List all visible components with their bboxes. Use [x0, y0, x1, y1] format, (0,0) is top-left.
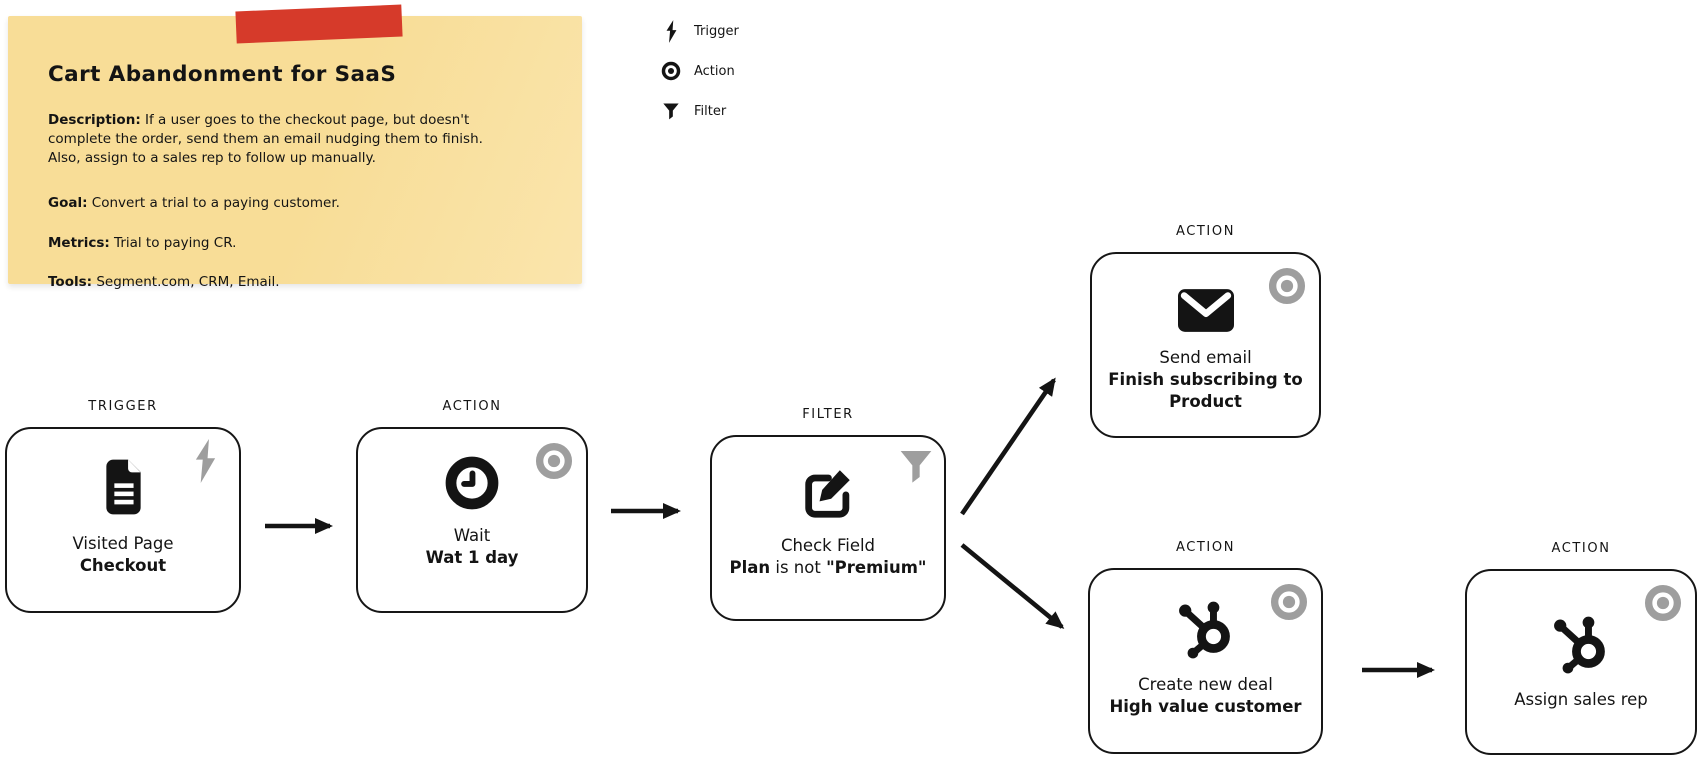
funnel-icon — [659, 101, 683, 121]
funnel-badge-icon — [900, 451, 932, 483]
node-type-label: TRIGGER — [88, 399, 158, 414]
node-title: Assign sales rep — [1514, 690, 1648, 709]
legend-item-action: Action — [659, 58, 739, 84]
node-subtitle-bold: Plan — [729, 558, 771, 577]
node-subtitle-regular: is not — [770, 558, 827, 577]
node-card-visited-page[interactable]: Visited Page Checkout — [5, 427, 241, 613]
node-subtitle: High value customer — [1109, 697, 1302, 716]
note-description-text-2: Also, assign to a sales rep to follow up… — [48, 150, 376, 166]
target-badge-icon — [535, 442, 573, 480]
node-card-create-new-deal[interactable]: Create new deal High value customer — [1088, 568, 1323, 754]
hubspot-icon — [1554, 616, 1605, 674]
note-goal-text: Convert a trial to a paying customer. — [87, 195, 340, 211]
node-title: Wait — [453, 526, 491, 545]
envelope-icon — [1177, 289, 1234, 332]
note-description: Description: If a user goes to the check… — [48, 111, 516, 168]
note-title: Cart Abandonment for SaaS — [48, 62, 397, 87]
node-title: Visited Page — [72, 534, 174, 553]
node-send-email: ACTION Send email Finish subscribing to … — [1090, 224, 1321, 438]
node-card-send-email[interactable]: Send email Finish subscribing to Product — [1090, 252, 1321, 438]
node-title: Send email — [1159, 348, 1252, 367]
node-title: Create new deal — [1138, 675, 1273, 694]
node-card-assign-sales-rep[interactable]: Assign sales rep — [1465, 569, 1697, 755]
hubspot-icon — [1178, 601, 1230, 659]
node-type-label: FILTER — [802, 407, 854, 422]
node-visited-page: TRIGGER Visited Page Checkout — [5, 399, 241, 613]
node-type-label: ACTION — [1175, 224, 1236, 239]
target-badge-icon — [1268, 267, 1306, 305]
note-tools-label: Tools: — [48, 274, 93, 290]
node-subtitle: Checkout — [79, 556, 167, 575]
note-tools-text: Segment.com, CRM, Email. — [92, 274, 280, 290]
node-card-wait[interactable]: Wait Wat 1 day — [356, 427, 588, 613]
node-subtitle: Wat 1 day — [425, 548, 519, 567]
edit-icon — [805, 470, 850, 518]
note-description-label: Description: — [48, 112, 141, 128]
node-assign-sales-rep: ACTION Assign sales rep — [1465, 541, 1697, 755]
clock-icon — [445, 456, 499, 510]
note-goal-label: Goal: — [48, 195, 88, 211]
edge-check-field-to-send-email — [960, 377, 1056, 516]
node-card-check-field[interactable]: Check Field Plan is not "Premium" — [710, 435, 946, 621]
node-wait: ACTION Wait Wat 1 day — [356, 399, 588, 613]
target-badge-icon — [1270, 583, 1308, 621]
sticky-note[interactable]: Cart Abandonment for SaaS Description: I… — [8, 4, 582, 290]
node-type-label: ACTION — [1175, 540, 1236, 555]
node-type-label: ACTION — [1551, 541, 1611, 556]
legend-item-trigger: Trigger — [659, 18, 739, 44]
edge-check-field-to-create-new-deal — [960, 543, 1065, 629]
note-metrics: Metrics: Trial to paying CR. — [48, 234, 516, 253]
node-title: Check Field — [780, 536, 876, 555]
node-subtitle: Plan is not "Premium" — [730, 557, 927, 579]
document-icon — [105, 459, 141, 515]
legend: Trigger Action Filter — [659, 18, 739, 138]
legend-item-filter: Filter — [659, 98, 739, 124]
target-badge-icon — [1644, 584, 1682, 622]
node-subtitle: Finish subscribing to Product — [1108, 370, 1303, 411]
note-description-text: If a user goes to the checkout page, but… — [48, 112, 483, 147]
target-icon — [659, 60, 683, 82]
lightning-badge-icon — [195, 439, 216, 483]
note-goal: Goal: Convert a trial to a paying custom… — [48, 194, 516, 213]
legend-label: Filter — [694, 103, 727, 119]
node-subtitle-bold: "Premium" — [826, 558, 927, 577]
note-metrics-text: Trial to paying CR. — [109, 235, 237, 251]
note-metrics-label: Metrics: — [48, 235, 110, 251]
note-tools: Tools: Segment.com, CRM, Email. — [48, 273, 516, 292]
legend-label: Trigger — [694, 23, 739, 39]
legend-label: Action — [694, 63, 735, 79]
node-create-new-deal: ACTION Create new deal High value custom… — [1088, 540, 1323, 754]
node-type-label: ACTION — [442, 399, 502, 414]
node-check-field: FILTER Check Field Plan is not "Premium" — [710, 407, 946, 621]
lightning-icon — [659, 18, 683, 45]
